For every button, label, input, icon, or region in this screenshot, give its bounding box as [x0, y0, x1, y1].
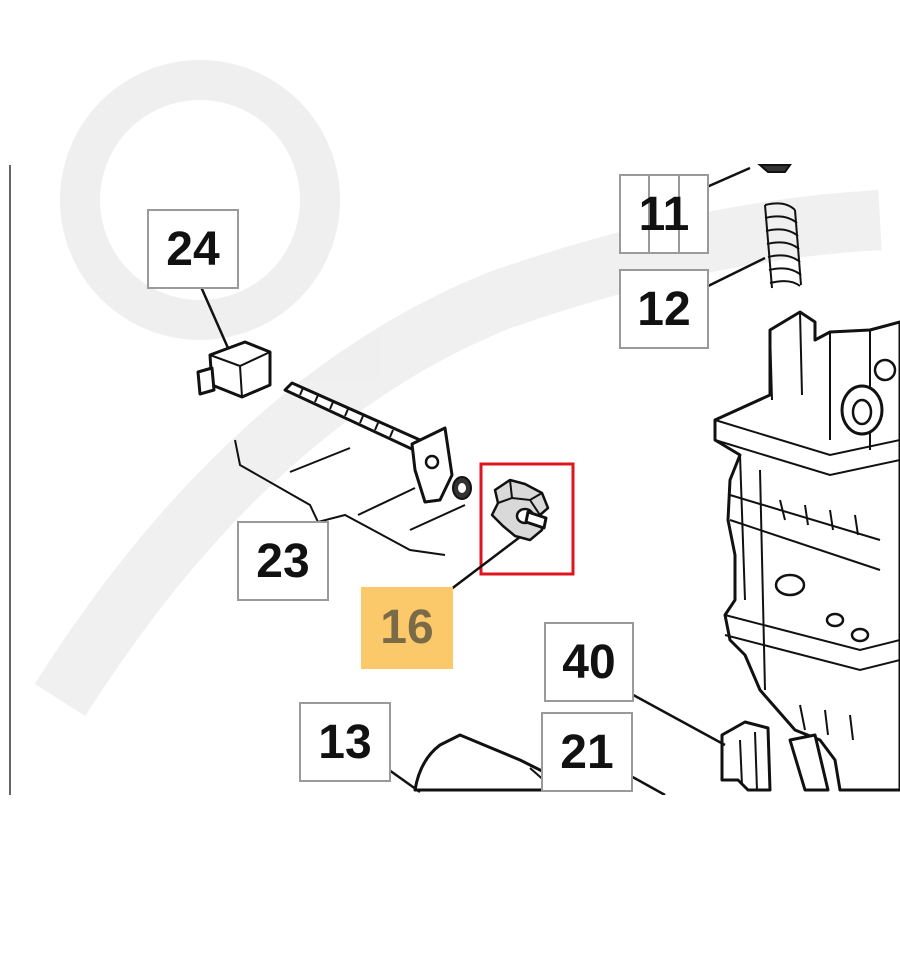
part-23-screw-bracket [234, 381, 472, 556]
callout-16-label: 16 [380, 601, 433, 654]
callout-11[interactable]: 11 [619, 174, 709, 254]
watermark-gear-icon [34, 60, 882, 717]
part-12-spring [764, 202, 802, 289]
callout-40-label: 40 [562, 636, 615, 689]
callout-23[interactable]: 23 [237, 521, 329, 601]
callout-12[interactable]: 12 [619, 269, 709, 349]
part-24-block [196, 340, 272, 399]
callout-12-label: 12 [637, 283, 690, 336]
part-11-top [757, 164, 792, 173]
callout-11-label: 11 [639, 188, 690, 241]
carburetor-body [713, 310, 900, 792]
callout-16-highlighted[interactable]: 16 [361, 587, 453, 669]
bottom-blank-area [0, 795, 900, 962]
part-16-knob [490, 478, 550, 542]
part-40-clip [720, 720, 830, 792]
callout-13-label: 13 [318, 716, 371, 769]
callout-21-label: 21 [560, 726, 613, 779]
callout-40[interactable]: 40 [544, 622, 634, 702]
callout-21[interactable]: 21 [541, 712, 633, 792]
selection-frame [479, 462, 575, 576]
callout-13[interactable]: 13 [299, 702, 391, 782]
callout-23-label: 23 [256, 535, 309, 588]
callout-24[interactable]: 24 [147, 209, 239, 289]
callout-24-label: 24 [166, 223, 220, 276]
